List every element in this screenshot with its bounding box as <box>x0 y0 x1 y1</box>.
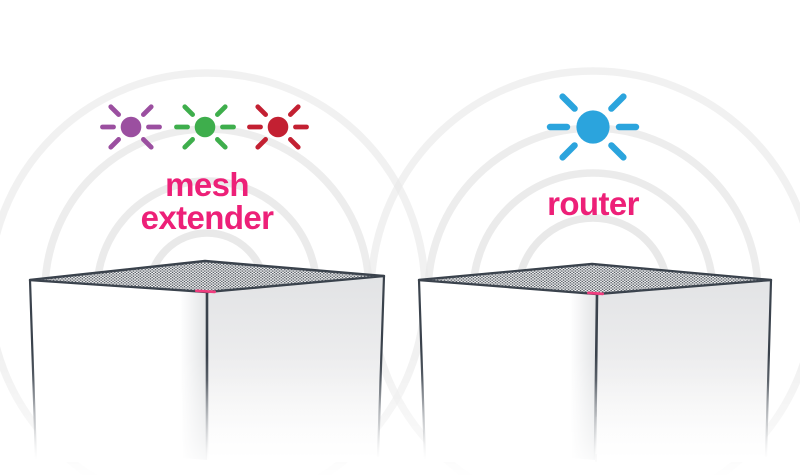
green-led-rays <box>174 104 236 150</box>
red-led-icon <box>247 104 309 150</box>
purple-led-rays <box>100 104 162 150</box>
blue-led-dot <box>576 110 610 144</box>
mesh-extender-label-line-2: extender <box>141 199 275 236</box>
red-led-rays <box>247 104 309 150</box>
mesh-extender-status-leds <box>100 104 309 150</box>
blue-led-icon <box>546 93 640 161</box>
device-top-led-strip <box>587 291 604 296</box>
mesh-extender-label-line-1: mesh <box>165 166 249 203</box>
green-led-dot <box>194 116 216 138</box>
purple-led-dot <box>120 116 142 138</box>
green-led-icon <box>174 104 236 150</box>
router-status-leds <box>546 93 640 161</box>
bottom-fade-overlay <box>0 355 800 475</box>
red-led-dot <box>267 116 289 138</box>
purple-led-icon <box>100 104 162 150</box>
blue-led-rays <box>546 93 640 161</box>
router-label: router <box>547 185 640 222</box>
labels: mesh extender router <box>141 166 641 236</box>
device-top-led-strip <box>195 289 216 294</box>
